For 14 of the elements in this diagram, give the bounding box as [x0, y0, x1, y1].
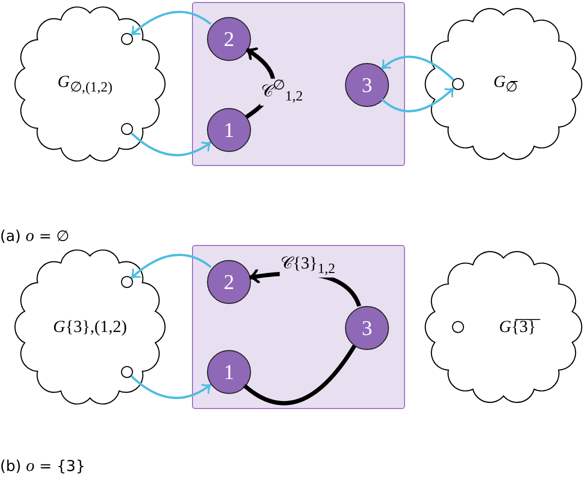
vertex-node: 2: [207, 260, 251, 304]
subfigure-caption: (b) o = {3}: [0, 456, 86, 476]
vertex-node: 1: [207, 350, 251, 394]
vertex-node: 2: [207, 17, 251, 61]
graph-label: G$_{∅,(1,2)}$: [58, 72, 112, 96]
subfigure-caption: (a) o = ∅: [0, 226, 70, 246]
graph-label: G{3},(1,2): [53, 317, 127, 337]
vertex-node: 1: [207, 108, 251, 152]
component-panel: [192, 2, 405, 166]
edge-label: 𝒞{3}$_{1,2}$: [280, 254, 336, 278]
graph-label: G$_{∅̅}$: [493, 72, 518, 96]
component-panel: [192, 245, 405, 409]
vertex-node: 3: [345, 63, 389, 107]
vertex-node: 3: [345, 306, 389, 350]
